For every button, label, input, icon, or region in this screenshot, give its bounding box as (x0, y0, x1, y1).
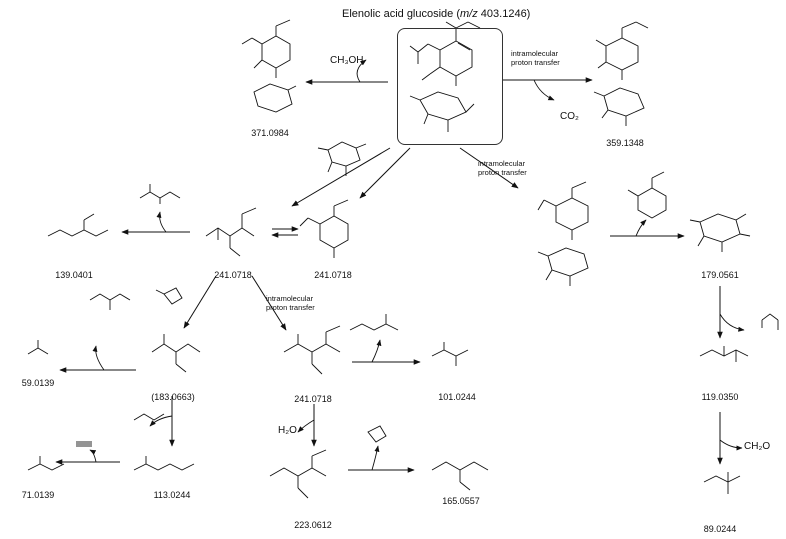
curved-arrow-diene (92, 345, 105, 371)
structure-right-intermediate (537, 181, 589, 286)
fragment-mz-101: 101.0244 (438, 392, 476, 402)
structure-223 (269, 449, 327, 499)
loss-label-methanol: CH₃OH (330, 55, 364, 66)
title-suffix: 403.1246) (477, 8, 531, 20)
curved-arrow-h2o (297, 419, 315, 433)
curved-arrow-enal (371, 339, 382, 363)
fragment-mz-179: 179.0561 (701, 270, 739, 280)
fragment-mz-139: 139.0401 (55, 270, 93, 280)
curved-arrow-diene-2 (149, 415, 173, 427)
fragment-mz-241c: 241.0718 (294, 394, 332, 404)
fragment-mz-241a: 241.0718 (214, 270, 252, 280)
arrow-to-183 (183, 275, 217, 329)
reaction-label-proton-transfer-1: intramolecular proton transfer (511, 49, 560, 67)
title-mz: m/z (460, 8, 478, 20)
reaction-label-line: intramolecular (266, 294, 314, 303)
fragment-mz-183: (183.0663) (151, 392, 195, 402)
structure-enediol-loss (761, 313, 779, 330)
reaction-label-line: proton transfer (478, 167, 527, 177)
structure-165 (431, 461, 489, 491)
fragment-mz-165: 165.0557 (442, 496, 480, 506)
structure-241a (205, 207, 257, 257)
structure-101 (431, 342, 469, 366)
reaction-label-line: proton transfer (511, 57, 560, 67)
structure-241b (299, 199, 349, 258)
parent-molecule-structure (409, 21, 481, 132)
curved-arrow-enol (156, 211, 167, 233)
structure-71 (27, 456, 65, 471)
arrow-to-241a (291, 147, 391, 207)
fragment-mz-223: 223.0612 (294, 520, 332, 530)
arrow-to-241b (359, 147, 411, 199)
reaction-label-line: intramolecular (478, 159, 526, 168)
arrow-to-241c (251, 275, 287, 331)
structure-359 (593, 21, 649, 126)
structure-139 (47, 213, 109, 237)
structure-119 (699, 346, 749, 362)
curved-arrow-ch3oh (356, 59, 367, 83)
reaction-label-proton-transfer-2: intramolecular proton transfer (478, 159, 527, 177)
structure-enol-loss (139, 184, 181, 204)
reaction-label-proton-transfer-3: intramolecular proton transfer (266, 294, 315, 312)
structure-sugar-loss (317, 141, 367, 176)
arrow-to-right-intermediate (459, 147, 519, 189)
structure-diene-loss-2 (133, 413, 165, 421)
loss-label-h2o: H₂O (278, 425, 297, 436)
structure-alkyne-loss (76, 441, 92, 447)
curved-arrow-enediol (719, 313, 745, 332)
structure-113 (133, 456, 195, 471)
loss-label-ch2o: CH₂O (744, 441, 771, 452)
parent-molecule-box (397, 28, 503, 145)
fragment-mz-89: 89.0244 (703, 524, 737, 534)
scheme-title: Elenolic acid glucoside (m/z 403.1246) (342, 8, 530, 20)
curved-arrow-ch2o (719, 439, 743, 451)
fragment-mz-371: 371.0984 (251, 128, 289, 138)
curved-arrow-alkyne (89, 449, 97, 463)
structure-diene-loss (89, 293, 131, 310)
curved-arrow-aglycone (635, 219, 647, 237)
structure-aglycone-loss (627, 171, 667, 219)
fragment-mz-113: 113.0244 (153, 490, 191, 500)
structure-371 (241, 19, 297, 113)
reaction-label-line: intramolecular (511, 49, 559, 58)
loss-label-co2: CO₂ (560, 111, 579, 122)
structure-183 (151, 334, 201, 373)
curved-arrow-co2 (533, 79, 555, 101)
fragment-mz-71: 71.0139 (21, 490, 55, 500)
title-prefix: Elenolic acid glucoside ( (342, 8, 461, 20)
fragment-mz-359: 359.1348 (606, 138, 644, 148)
fragment-mz-241b: 241.0718 (314, 270, 352, 280)
structure-89 (703, 472, 741, 494)
structure-enal-loss (349, 314, 399, 331)
structure-lactone-loss-1 (155, 287, 183, 305)
fragment-mz-119: 119.0350 (701, 392, 739, 402)
structure-179 (689, 213, 751, 252)
structure-241c (283, 325, 341, 375)
structure-lactone-loss-2 (367, 425, 387, 443)
structure-59 (27, 340, 49, 355)
curved-arrow-lactone-2 (371, 445, 380, 471)
fragment-mz-59: 59.0139 (21, 378, 55, 388)
reaction-label-line: proton transfer (266, 302, 315, 312)
